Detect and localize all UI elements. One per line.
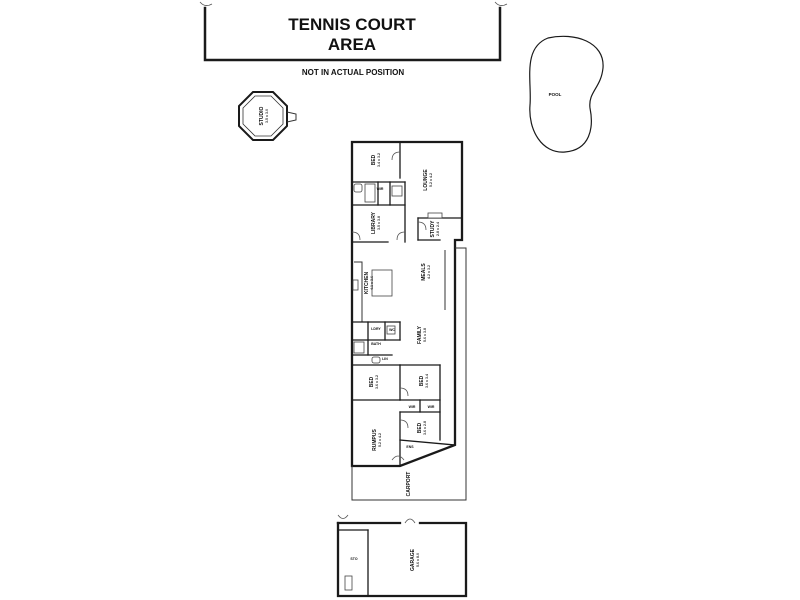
ldry-label: LDRY bbox=[371, 327, 381, 331]
lounge-label: LOUNGE bbox=[423, 169, 429, 191]
kitchen-dims: 4.1 x 3.6 bbox=[370, 276, 374, 290]
bed4-dims: 3.6 x 2.8 bbox=[423, 421, 427, 435]
rumpus-label: RUMPUS bbox=[372, 429, 378, 451]
bed2-dims: 3.6 x 3.2 bbox=[375, 375, 379, 389]
bed3-label: BED bbox=[419, 375, 425, 386]
garage: STO GARAGE 5.6 x 8.0 bbox=[336, 514, 468, 598]
position-note: NOT IN ACTUAL POSITION bbox=[302, 68, 404, 77]
sto-label: STO bbox=[350, 557, 357, 561]
pool-label: POOL bbox=[549, 92, 562, 97]
wir3-label: WIR bbox=[428, 405, 435, 409]
studio: STUDIO 3.5 x 3.0 bbox=[238, 91, 297, 141]
garage-label: GARAGE bbox=[410, 548, 416, 571]
bed1-label: BED bbox=[371, 154, 377, 165]
meals-label: MEALS bbox=[421, 263, 427, 281]
study-dims: 2.8 x 2.4 bbox=[436, 222, 440, 236]
wir2-label: WIR bbox=[409, 405, 416, 409]
bed4-label: BED bbox=[417, 422, 423, 433]
bath-label: BATH bbox=[371, 342, 381, 346]
family-label: FAMILY bbox=[417, 325, 423, 344]
rumpus-dims: 5.2 x 4.2 bbox=[378, 433, 382, 447]
studio-dims: 3.5 x 3.0 bbox=[265, 109, 269, 123]
carport-label: CARPORT bbox=[406, 472, 412, 497]
pool: POOL bbox=[529, 35, 604, 153]
bed1-dims: 3.4 x 3.2 bbox=[377, 153, 381, 167]
meals-dims: 4.2 x 3.2 bbox=[427, 265, 431, 279]
wc-label: WC bbox=[389, 328, 395, 332]
tennis-court-title-line1: TENNIS COURT bbox=[288, 15, 416, 34]
main-house bbox=[350, 140, 467, 501]
study-label: STUDY bbox=[430, 220, 436, 238]
tennis-court-title-line2: AREA bbox=[328, 35, 376, 54]
library-dims: 3.5 x 3.8 bbox=[377, 216, 381, 230]
garage-dims: 5.6 x 8.0 bbox=[416, 553, 420, 567]
lounge-dims: 5.2 x 4.2 bbox=[429, 173, 433, 187]
library-label: LIBRARY bbox=[371, 211, 377, 234]
studio-label: STUDIO bbox=[259, 106, 265, 125]
ens-label: ENS bbox=[406, 445, 414, 449]
family-dims: 5.6 x 3.8 bbox=[423, 328, 427, 342]
wir1-label: WIR bbox=[377, 187, 384, 191]
bed3-dims: 3.6 x 3.4 bbox=[425, 374, 429, 388]
tennis-court-area: TENNIS COURT AREA bbox=[199, 1, 508, 62]
bed2-label: BED bbox=[369, 376, 375, 387]
lin-label: LIN bbox=[382, 357, 388, 361]
kitchen-label: KITCHEN bbox=[364, 272, 370, 295]
